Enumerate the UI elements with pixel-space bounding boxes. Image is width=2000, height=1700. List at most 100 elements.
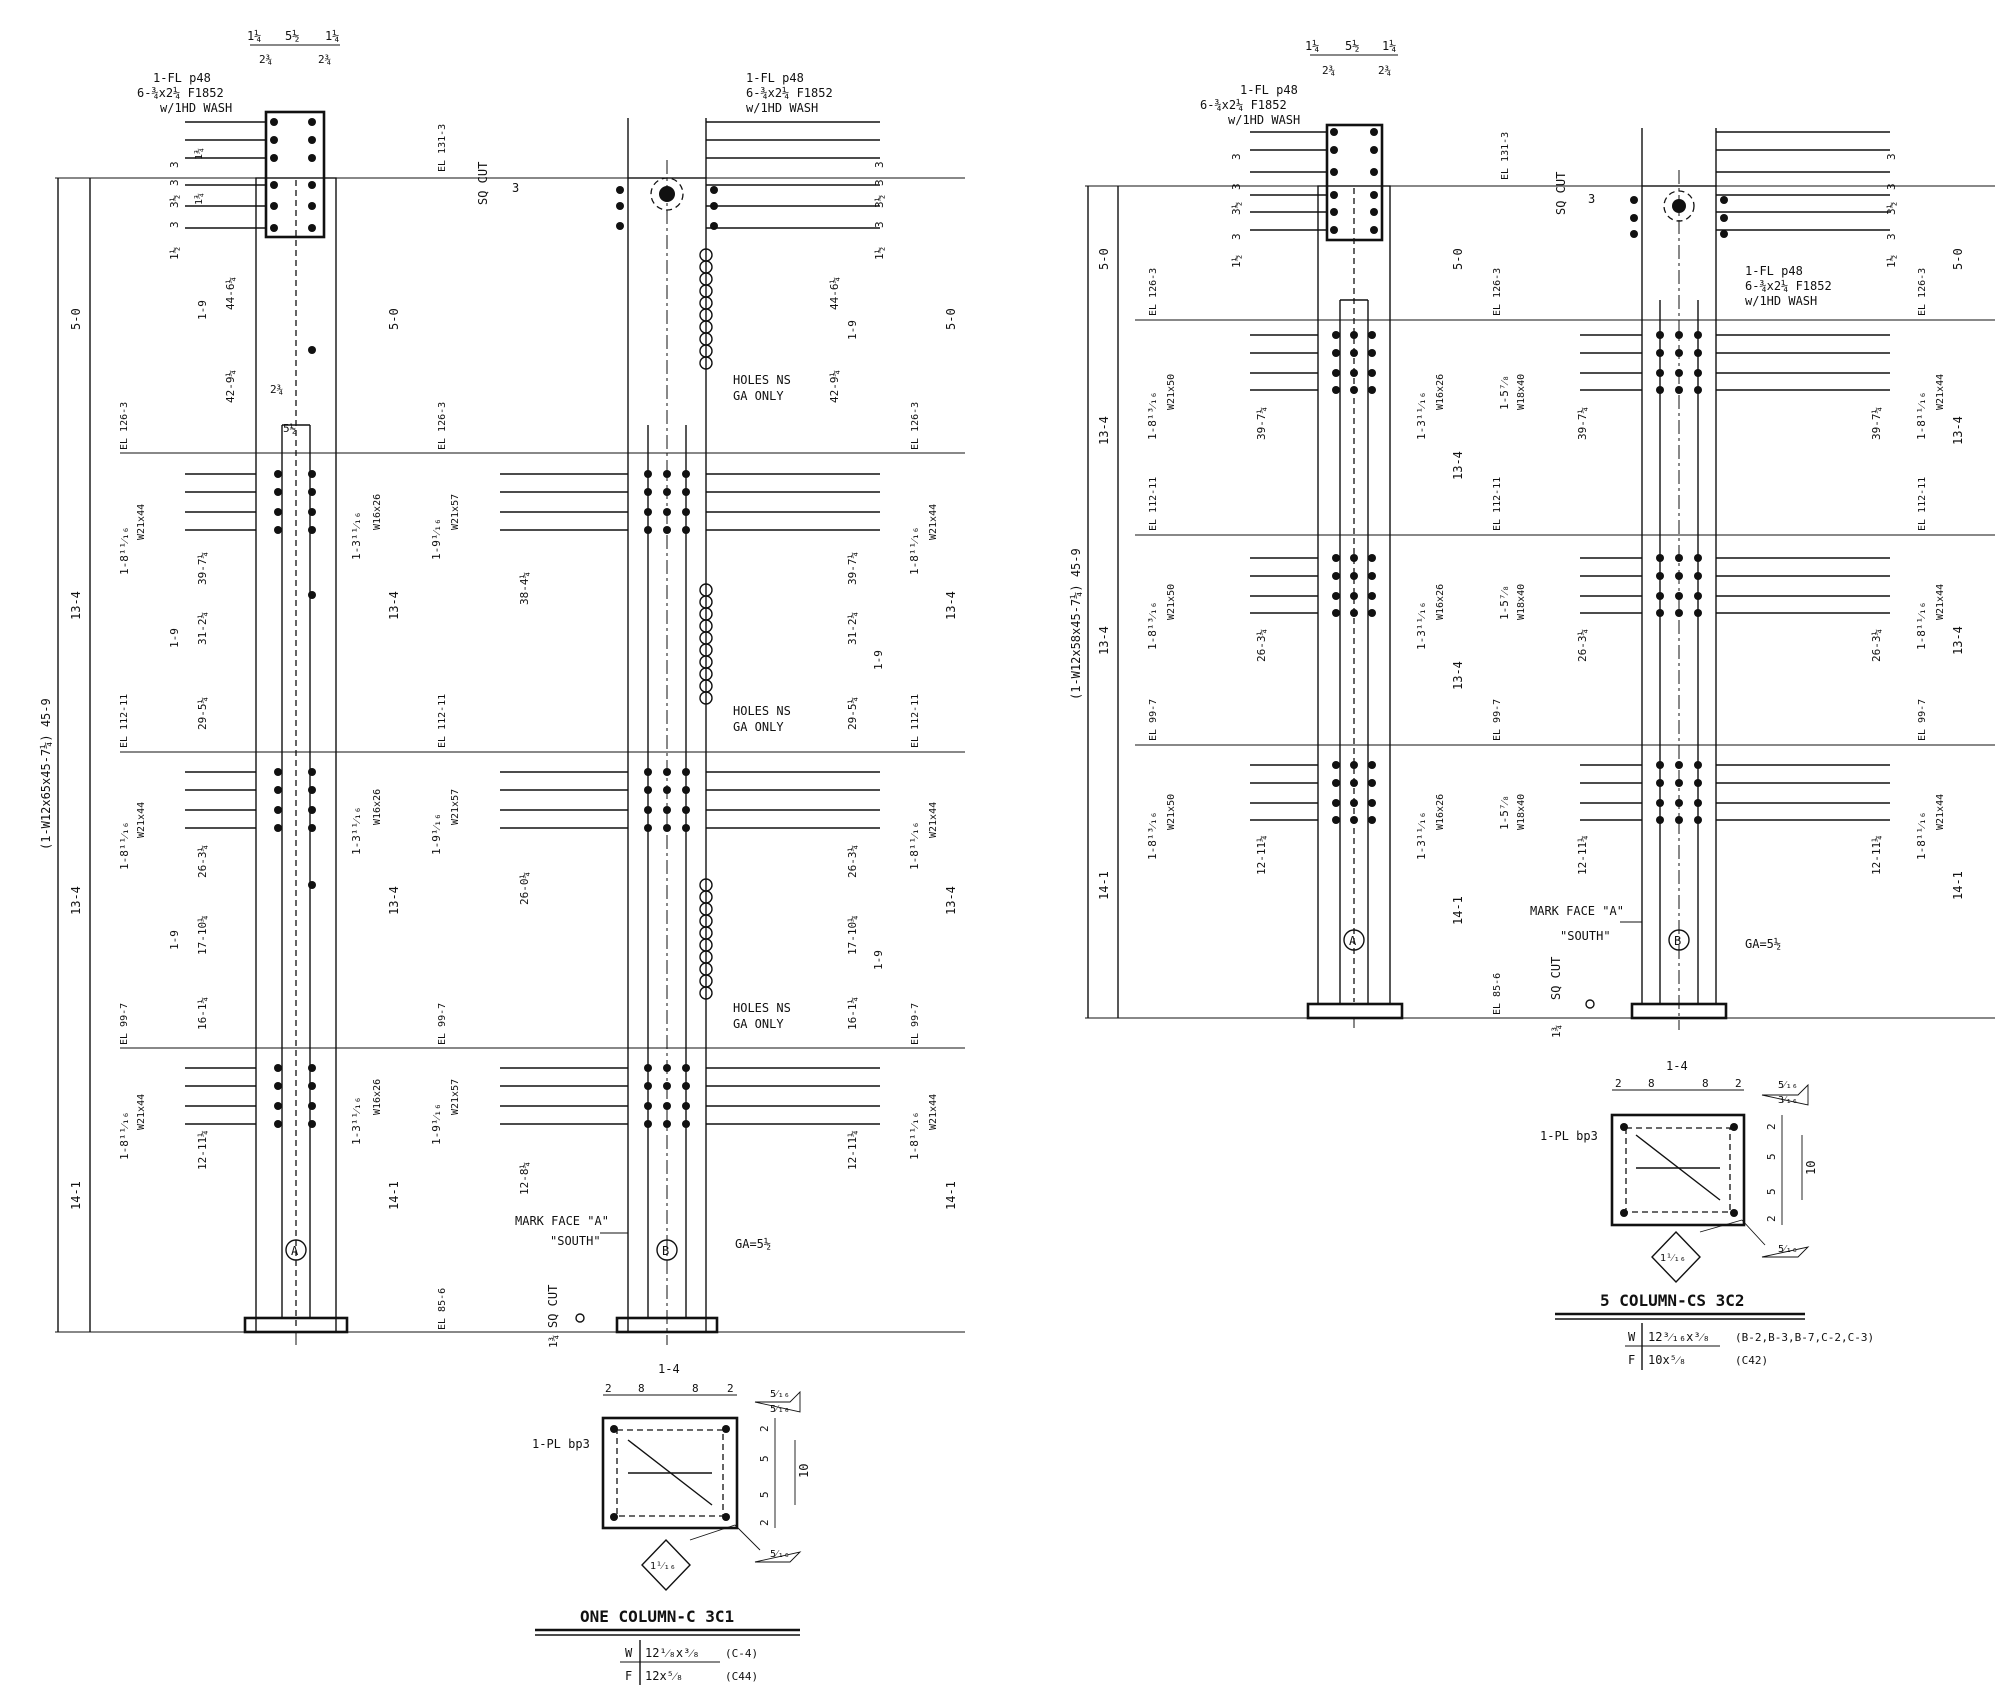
story-dim-c-3: 13-4 — [944, 886, 958, 915]
svg-text:1-8¹³⁄₁₆: 1-8¹³⁄₁₆ — [1146, 602, 1159, 650]
face-b-label: B — [662, 1244, 669, 1258]
svg-text:1-8¹¹⁄₁₆: 1-8¹¹⁄₁₆ — [1915, 602, 1928, 650]
dim-12-8: 12-8¼ — [518, 1162, 531, 1195]
flange-note-b-2: 6-¾x2¼ F1852 — [746, 86, 833, 100]
svg-text:13-4: 13-4 — [1097, 416, 1111, 445]
beam-bolt-hole — [644, 1064, 652, 1072]
svg-text:EL 85-6: EL 85-6 — [1492, 973, 1503, 1015]
flange-note-2-2: 6-¾x2¼ F1852 — [1200, 98, 1287, 112]
beam-bolt-hole — [663, 824, 671, 832]
svg-text:1-PL bp3: 1-PL bp3 — [1540, 1129, 1598, 1143]
beam-bolt-hole — [274, 526, 282, 534]
top-dim-3: 1¼ — [325, 29, 339, 43]
dim-42-9: 42-9¼ — [224, 370, 237, 403]
beam-bolt-hole — [682, 786, 690, 794]
beam-bolt-hole — [1332, 572, 1340, 580]
beam-w16x26-b2: W16x26 — [372, 789, 383, 825]
dim-r-16-1: 16-1¼ — [846, 997, 859, 1030]
dim-16-1: 16-1¼ — [196, 997, 209, 1030]
erection-hole — [308, 346, 316, 354]
flange-note-2b-2: 6-¾x2¼ F1852 — [1745, 279, 1832, 293]
svg-text:2: 2 — [727, 1382, 734, 1395]
dim-26-3: 26-3¼ — [196, 845, 209, 878]
beam-bolt-hole — [1656, 386, 1664, 394]
dim-1-3-b2: 1-3¹¹⁄₁₆ — [350, 807, 363, 855]
bp1-weld-diamond: 1¹⁄₁₆ — [650, 1561, 676, 1572]
face-a-label: A — [291, 1244, 299, 1258]
svg-text:39-7¼: 39-7¼ — [1576, 407, 1589, 440]
beam-bolt-hole — [308, 488, 316, 496]
beam-bolt-hole — [682, 526, 690, 534]
beam-bolt-hole — [644, 526, 652, 534]
svg-text:26-3¼: 26-3¼ — [1576, 629, 1589, 662]
beam-bolt-hole — [644, 1082, 652, 1090]
beam-bolt-hole — [274, 508, 282, 516]
beam-bolt-hole — [682, 1064, 690, 1072]
splice-bolt-hole — [710, 186, 718, 194]
svg-text:F: F — [1628, 1353, 1635, 1367]
svg-text:SQ CUT: SQ CUT — [1549, 957, 1563, 1000]
beam-w21x57-b2: W21x57 — [450, 789, 461, 825]
beam-w21x44-a3: W21x44 — [136, 1094, 147, 1130]
base-dim: 1¾ — [547, 1335, 560, 1348]
svg-text:3½: 3½ — [1885, 202, 1898, 215]
beam-bolt-hole — [682, 806, 690, 814]
beam-bolt-hole — [1694, 572, 1702, 580]
beam-bolt-hole — [308, 824, 316, 832]
story-dim-4: 14-1 — [69, 1181, 83, 1210]
beam-bolt-hole — [1368, 761, 1376, 769]
splice-bolt-hole — [1370, 226, 1378, 234]
dim-1-9-b3: 1-9¹⁄₁₆ — [430, 1103, 443, 1145]
svg-text:2: 2 — [1765, 1215, 1778, 1222]
holes-note-2-l1: HOLES NS — [733, 704, 791, 718]
splice-bolt-hole — [308, 181, 316, 189]
sub-dim-1: 2¾ — [259, 53, 272, 66]
beam-bolt-hole — [1675, 349, 1683, 357]
beam-bolt-hole — [1694, 369, 1702, 377]
svg-text:2: 2 — [758, 1425, 771, 1432]
beam-bolt-hole — [1694, 331, 1702, 339]
svg-text:1-5⁷⁄₈: 1-5⁷⁄₈ — [1498, 585, 1511, 620]
svg-text:A: A — [1349, 934, 1357, 948]
dim-r-1-9-mid: 1-9 — [872, 650, 885, 670]
beam-w21x57-b1: W21x57 — [450, 494, 461, 530]
splice-bolt-hole — [1330, 226, 1338, 234]
flange-note-1: 1-FL p48 — [153, 71, 211, 85]
dim-r-1-9-top: 1-9 — [846, 320, 859, 340]
splice-bolt-hole — [1330, 208, 1338, 216]
svg-text:2: 2 — [758, 1519, 771, 1526]
beam-bolt-hole — [1368, 779, 1376, 787]
svg-text:12x⁵⁄₈: 12x⁵⁄₈ — [645, 1669, 683, 1683]
beam-bolt-hole — [1694, 799, 1702, 807]
svg-text:12³⁄₁₆x³⁄₈: 12³⁄₁₆x³⁄₈ — [1648, 1330, 1710, 1344]
face-b-right-dimensions-2: 39-7¼ 1-8¹¹⁄₁₆ W21x44 26-3¼ 1-8¹¹⁄₁₆ W21… — [1870, 374, 1946, 875]
svg-text:1-8¹³⁄₁₆: 1-8¹³⁄₁₆ — [1146, 392, 1159, 440]
flange-note-3: w/1HD WASH — [160, 101, 232, 115]
svg-text:5-0: 5-0 — [1097, 248, 1111, 270]
detail2-title: 5 COLUMN-CS 3C2 — [1600, 1291, 1745, 1310]
level-label-85: EL 85-6 — [437, 1288, 448, 1330]
splice-bolt-hole — [1630, 214, 1638, 222]
dim-26-0: 26-0¼ — [518, 872, 531, 905]
title-block-2: 5 COLUMN-CS 3C2 W 12³⁄₁₆x³⁄₈ (B-2,B-3,B-… — [1555, 1291, 1874, 1370]
svg-text:3: 3 — [1885, 233, 1898, 240]
beam-w21x57-b3: W21x57 — [450, 1079, 461, 1115]
beam-bolt-hole — [308, 1120, 316, 1128]
splice-bolt-hole — [616, 222, 624, 230]
beam-bolt-hole — [682, 470, 690, 478]
beam-bolt-hole — [1368, 349, 1376, 357]
beam-bolt-hole — [1368, 816, 1376, 824]
beam-bolt-hole — [663, 526, 671, 534]
bp1-width: 1-4 — [658, 1362, 680, 1376]
dim-1-9-top: 1-9 — [196, 300, 209, 320]
svg-text:12-11¼: 12-11¼ — [1870, 835, 1883, 875]
svg-text:W21x44: W21x44 — [1935, 584, 1946, 620]
svg-text:5⁄₁₆: 5⁄₁₆ — [1778, 1080, 1798, 1091]
svg-text:3: 3 — [1230, 183, 1243, 190]
svg-text:3: 3 — [1230, 233, 1243, 240]
column-detail-cs2: 1¼ 5½ 1¼ 2¾ 2¾ 1-FL p48 6-¾x2¼ F1852 w/1… — [1069, 39, 1995, 1370]
beam-bolt-hole — [644, 1120, 652, 1128]
dim-r-31-2: 31-2¼ — [846, 612, 859, 645]
splice-bolt-hole — [308, 118, 316, 126]
